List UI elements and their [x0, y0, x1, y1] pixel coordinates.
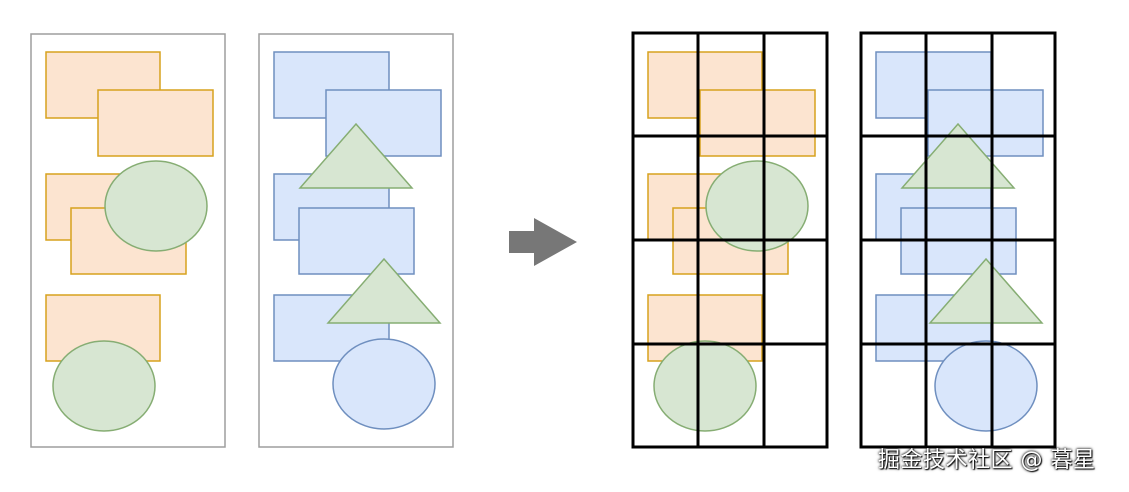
gridded-panel-orange [631, 31, 829, 449]
right-arrow-icon [509, 218, 577, 266]
watermark-text: 掘金技术社区 @ 暮星 [878, 448, 1096, 473]
orange-rectangle [97, 89, 214, 157]
green-circle [52, 340, 156, 432]
green-circle [104, 160, 208, 252]
green-triangle [928, 257, 1044, 324]
blue-rectangle [298, 207, 415, 275]
blue-circle [934, 340, 1038, 432]
blue-circle [332, 338, 436, 430]
green-triangle [326, 257, 442, 324]
green-triangle [298, 122, 414, 189]
gridded-panel-blue [859, 31, 1057, 449]
green-circle [653, 340, 757, 432]
source-panel-blue [258, 33, 454, 448]
grid-overlay [631, 31, 829, 449]
orange-rectangle [699, 89, 816, 157]
green-triangle [900, 122, 1016, 189]
grid-overlay [859, 31, 1057, 449]
source-panel-orange [30, 33, 226, 448]
green-circle [705, 160, 809, 252]
